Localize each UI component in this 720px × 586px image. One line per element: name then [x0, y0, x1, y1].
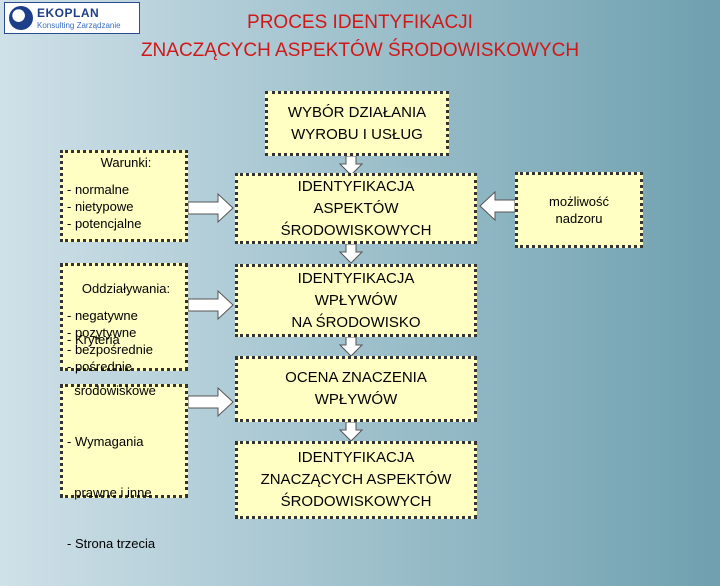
impacts-heading: Oddziaływania:	[81, 281, 171, 296]
conditions-heading: Warunki:	[100, 155, 152, 170]
impacts-item: - bezpośrednie	[67, 342, 153, 357]
conditions-item: - normalne	[67, 182, 130, 197]
criteria-box: - Kryteria środowiskowe - Wymagania praw…	[60, 332, 188, 551]
conditions-item: - potencjalne	[67, 216, 142, 231]
flow-box-1-line2: WYROBU I USŁUG	[291, 125, 423, 143]
criteria-item: - Kryteria	[67, 331, 120, 347]
impacts-item: - pozytywne	[67, 325, 137, 340]
flow-box-5-line1: IDENTYFIKACJA	[297, 449, 415, 466]
flow-box-4-line2: WPŁYWÓW	[314, 391, 398, 408]
arrow-right-impacts	[187, 289, 234, 321]
arrow-down-1	[338, 155, 364, 176]
criteria-item: środowiskowe	[67, 382, 156, 398]
flow-box-2-line1: IDENTYFIKACJA	[297, 177, 415, 195]
arrow-down-3	[338, 336, 364, 357]
page-title-line2: ZNACZĄCYCH ASPEKTÓW ŚRODOWISKOWYCH	[140, 40, 580, 61]
arrow-down-4	[338, 421, 364, 442]
flow-box-2-line2: ASPEKTÓW	[313, 199, 399, 217]
criteria-item: - Strona trzecia	[67, 535, 156, 551]
impacts-item: - pośrednie	[67, 359, 133, 374]
connector-arrows	[187, 155, 516, 442]
arrow-left-supervision	[479, 190, 516, 222]
conditions-item: - nietypowe	[67, 199, 134, 214]
flow-box-identify-significant-aspects: IDENTYFIKACJA ZNACZĄCYCH ASPEKTÓW ŚRODOW…	[235, 441, 477, 519]
flow-box-3-line1: IDENTYFIKACJA	[297, 269, 415, 287]
ekoplan-logo: EKOPLAN Konsulting Zarządzanie	[4, 2, 140, 34]
impacts-item: - negatywne	[67, 308, 138, 323]
arrow-down-2	[338, 243, 364, 264]
flow-box-assess-significance: OCENA ZNACZENIA WPŁYWÓW	[235, 356, 477, 422]
page-title-line1: PROCES IDENTYFIKACJI	[247, 12, 473, 33]
logo-tagline: Konsulting Zarządzanie	[37, 21, 121, 30]
arrow-right-conditions	[187, 192, 234, 224]
flow-box-5-line3: ŚRODOWISKOWYCH	[280, 493, 432, 510]
supervision-box: możliwość nadzoru	[515, 172, 643, 248]
flow-box-4-line1: OCENA ZNACZENIA	[285, 369, 427, 386]
flow-box-3-line2: WPŁYWÓW	[314, 291, 398, 309]
flow-box-select-activity: WYBÓR DZIAŁANIA WYROBU I USŁUG	[265, 91, 449, 156]
flow-box-identify-impacts: IDENTYFIKACJA WPŁYWÓW NA ŚRODOWISKO	[235, 264, 477, 337]
criteria-item: prawne i inne	[67, 484, 152, 500]
logo-name: EKOPLAN	[37, 6, 100, 20]
arrow-right-criteria	[187, 386, 234, 418]
supervision-line2: nadzoru	[555, 211, 603, 226]
flow-box-1-line1: WYBÓR DZIAŁANIA	[287, 103, 427, 121]
conditions-box: Warunki: - normalne - nietypowe - potenc…	[60, 150, 188, 242]
impacts-box: Oddziaływania: - negatywne - pozytywne -…	[60, 263, 188, 374]
criteria-item: - Wymagania	[67, 433, 144, 449]
flow-box-2-line3: ŚRODOWISKOWYCH	[280, 221, 432, 239]
flow-box-identify-aspects: IDENTYFIKACJA ASPEKTÓW ŚRODOWISKOWYCH	[235, 173, 477, 244]
supervision-line1: możliwość	[549, 194, 609, 209]
logo-globe-icon	[9, 6, 33, 30]
flow-box-3-line3: NA ŚRODOWISKO	[291, 313, 421, 331]
flow-box-5-line2: ZNACZĄCYCH ASPEKTÓW	[260, 471, 452, 488]
